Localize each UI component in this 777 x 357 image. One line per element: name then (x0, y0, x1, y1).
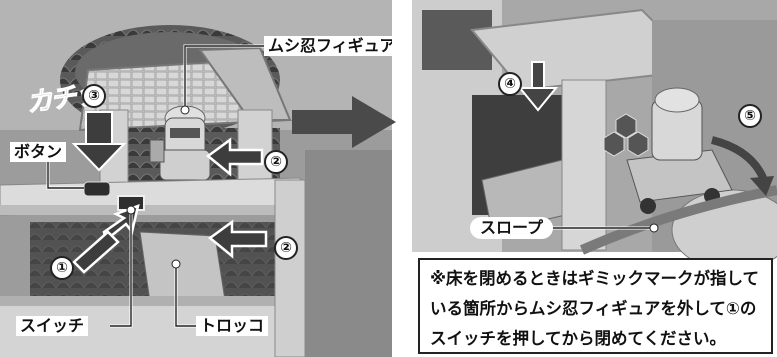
left-photo (0, 0, 392, 357)
step-2-marker-upper: ② (264, 150, 288, 174)
push-left-arrow-lower (207, 219, 268, 259)
step-2-marker-lower: ② (274, 236, 298, 260)
note-line-2: いる箇所からムシ忍フィギュアを外して①の (430, 299, 757, 318)
caution-note-box: ※床を閉めるときはギミックマークが指して いる箇所からムシ忍フィギュアを外して①… (418, 258, 773, 354)
slope-label: スロープ (470, 217, 554, 239)
step-3-marker: ③ (82, 84, 106, 108)
step-5-curve-arrow (710, 136, 774, 196)
cart-with-figure (626, 87, 733, 214)
push-left-arrow-upper (205, 137, 264, 177)
note-line-3: スイッチを押してから閉めてください。 (430, 329, 727, 348)
press-down-arrow (71, 111, 127, 172)
left-photo-panel: カチッ ③ ② ② ① ボタン ムシ忍フィギュア スイッチ トロッコ (0, 0, 392, 357)
step-4-down-arrow (517, 61, 559, 112)
switch-label: スイッチ (16, 316, 89, 336)
step-1-marker: ① (50, 256, 74, 280)
ninja-figure (149, 105, 211, 181)
cart-label: トロッコ (196, 316, 269, 336)
step-4-marker: ④ (498, 72, 522, 96)
figure-label: ムシ忍フィギュア (264, 36, 392, 56)
note-line-1: ※床を閉めるときはギミックマークが指して (430, 269, 760, 288)
step-5-marker: ⑤ (738, 104, 762, 128)
button-label: ボタン (10, 142, 67, 162)
cart (139, 231, 226, 303)
transition-arrow-icon (292, 96, 396, 148)
floor-button (83, 181, 111, 197)
gimmick-mark-icon (603, 113, 649, 157)
